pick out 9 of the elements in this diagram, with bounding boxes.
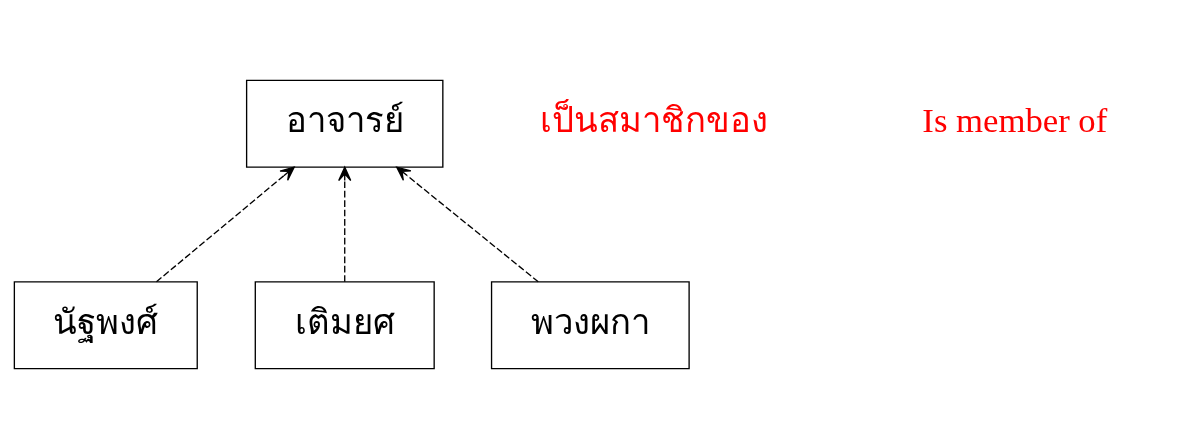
arrow [155,166,295,282]
label: เป็นสมาชิกของ [540,100,769,140]
node-box: เติมยศ [254,280,435,369]
label: Is member of [922,100,1108,140]
arrow [396,166,539,282]
arrow [338,166,352,282]
node-box: พวงผกา [490,280,690,369]
node-box: อาจารย์ [245,79,444,168]
node-box: นัฐพงศ์ [13,280,198,369]
